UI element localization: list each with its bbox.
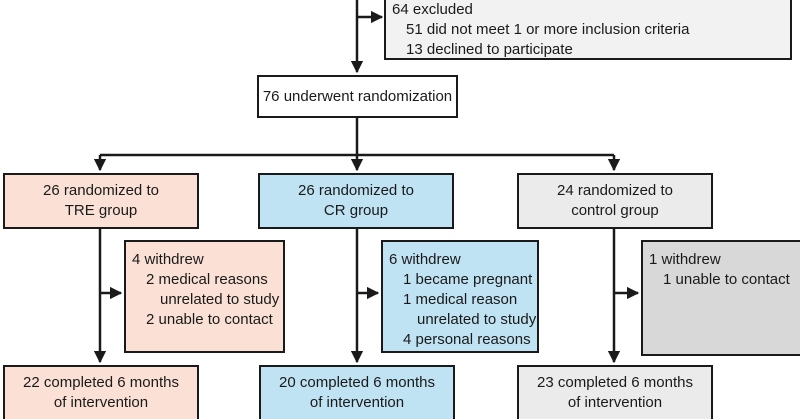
tre-withdrew-title: 4 withdrew [132, 251, 204, 268]
cr-completed-line: 20 completed 6 months [279, 374, 435, 391]
excluded-reason: 51 did not meet 1 or more inclusion crit… [406, 21, 690, 38]
control-withdrew-title: 1 withdrew [649, 251, 721, 268]
control-randomized-line: control group [571, 202, 659, 219]
excluded-title: 64 excluded [392, 1, 473, 18]
cr-withdrew-reason: unrelated to study [417, 311, 537, 328]
randomization-box: 76 underwent randomization [257, 75, 458, 118]
tre-withdrew-reason: 2 unable to contact [146, 311, 273, 328]
cr-withdrew-title: 6 withdrew [389, 251, 461, 268]
control-randomized-box: 24 randomized to control group [517, 173, 713, 229]
cr-withdrew-reason: 1 medical reason [403, 291, 518, 308]
control-completed-line: of intervention [567, 394, 663, 411]
control-withdrew-box: 1 withdrew 1 unable to contact [641, 240, 800, 356]
cr-randomized-line: 26 randomized to [298, 182, 414, 199]
cr-withdrew-reason: 1 became pregnant [403, 271, 533, 288]
cr-randomized-line: CR group [323, 202, 389, 219]
tre-randomized-line: TRE group [64, 202, 138, 219]
randomization-label: 76 underwent randomization [262, 87, 453, 105]
tre-withdrew-reason: 2 medical reasons [146, 271, 268, 288]
cr-completed-line: of intervention [309, 394, 405, 411]
excluded-reason: 13 declined to participate [406, 41, 573, 58]
tre-withdrew-box: 4 withdrew 2 medical reasons unrelated t… [124, 240, 285, 353]
tre-completed-box: 22 completed 6 months of intervention [3, 365, 199, 419]
cr-randomized-box: 26 randomized to CR group [258, 173, 454, 229]
cr-withdrew-reason: 4 personal reasons [403, 331, 531, 348]
tre-randomized-line: 26 randomized to [43, 182, 159, 199]
tre-completed-line: 22 completed 6 months [23, 374, 179, 391]
tre-withdrew-reason: unrelated to study [160, 291, 280, 308]
excluded-box: 64 excluded 51 did not meet 1 or more in… [384, 0, 792, 60]
cr-withdrew-box: 6 withdrew 1 became pregnant 1 medical r… [381, 240, 539, 353]
cr-completed-box: 20 completed 6 months of intervention [259, 365, 455, 419]
control-randomized-line: 24 randomized to [557, 182, 673, 199]
control-completed-box: 23 completed 6 months of intervention [517, 365, 713, 419]
control-completed-line: 23 completed 6 months [537, 374, 693, 391]
control-withdrew-reason: 1 unable to contact [663, 271, 790, 288]
tre-completed-line: of intervention [53, 394, 149, 411]
tre-randomized-box: 26 randomized to TRE group [3, 173, 199, 229]
